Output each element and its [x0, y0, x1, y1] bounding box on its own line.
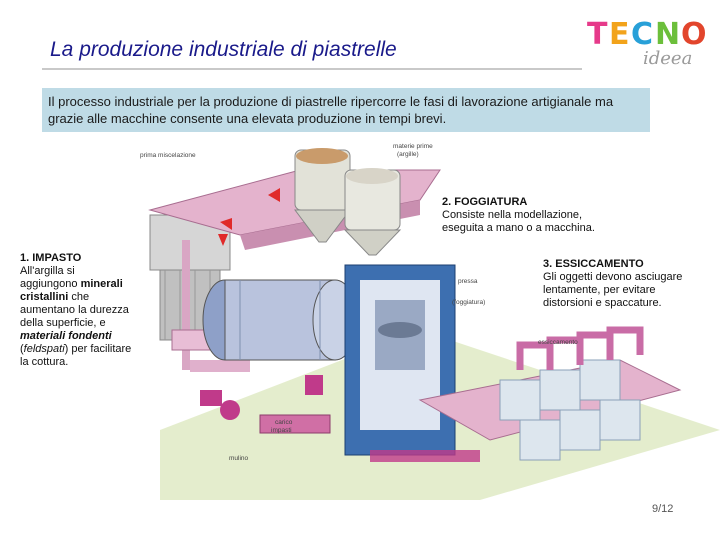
label-prima-miscelazione: prima miscelazione [140, 152, 196, 159]
svg-text:T: T [587, 17, 608, 52]
intro-box: Il processo industriale per la produzion… [42, 88, 650, 132]
svg-text:ideea: ideea [643, 48, 692, 69]
caption-essiccamento: 3. ESSICCAMENTO Gli oggetti devono asciu… [543, 258, 693, 310]
page-title: La produzione industriale di piastrelle [50, 38, 397, 61]
caption-impasto-text-2: che aumentano la durezza della superfici… [20, 291, 129, 329]
plant-illustration [148, 148, 720, 500]
caption-impasto-bold: minerali cristallini [20, 278, 123, 303]
title-divider [42, 68, 582, 70]
caption-impasto-paren: ( [20, 343, 24, 355]
label-mulino: mulino [229, 455, 249, 462]
caption-impasto-text-1: All'argilla si aggiungono [20, 265, 81, 290]
caption-essiccamento-text: Gli oggetti devono asciugare lentamente,… [543, 271, 683, 309]
label-carico: carico [275, 419, 293, 426]
caption-impasto-text-3: ) per facilitare la cottura. [20, 343, 132, 368]
label-materie-prime: materie prime [393, 143, 433, 150]
svg-text:O: O [681, 17, 707, 52]
caption-impasto: 1. IMPASTO All'argilla si aggiungono min… [20, 252, 132, 369]
caption-impasto-bold-italic: materiali fondenti [20, 330, 112, 342]
caption-foggiatura: 2. FOGGIATURA Consiste nella modellazion… [442, 196, 622, 235]
svg-text:C: C [631, 17, 653, 52]
ball-mill [202, 279, 358, 361]
tecno-logo: T E C N O ideea [587, 17, 707, 69]
caption-impasto-italic: feldspati [23, 343, 65, 355]
dryer-racks [499, 359, 641, 461]
caption-foggiatura-text: Consiste nella modellazione, eseguita a … [442, 209, 595, 234]
label-essiccamento: essiccamento [538, 339, 578, 346]
svg-text:E: E [609, 17, 630, 52]
svg-text:N: N [655, 17, 680, 52]
label-impasti: impasti [271, 427, 292, 434]
page-number: 9/12 [652, 503, 674, 515]
label-foggiatura: (foggiatura) [452, 299, 486, 306]
caption-foggiatura-heading: 2. FOGGIATURA [442, 196, 528, 208]
caption-impasto-heading: 1. IMPASTO [20, 252, 82, 264]
raw-material-silos [294, 148, 402, 256]
caption-essiccamento-heading: 3. ESSICCAMENTO [543, 258, 644, 270]
press-machine [344, 264, 456, 456]
label-pressa: pressa [458, 278, 478, 285]
label-argille: (argille) [397, 151, 419, 158]
